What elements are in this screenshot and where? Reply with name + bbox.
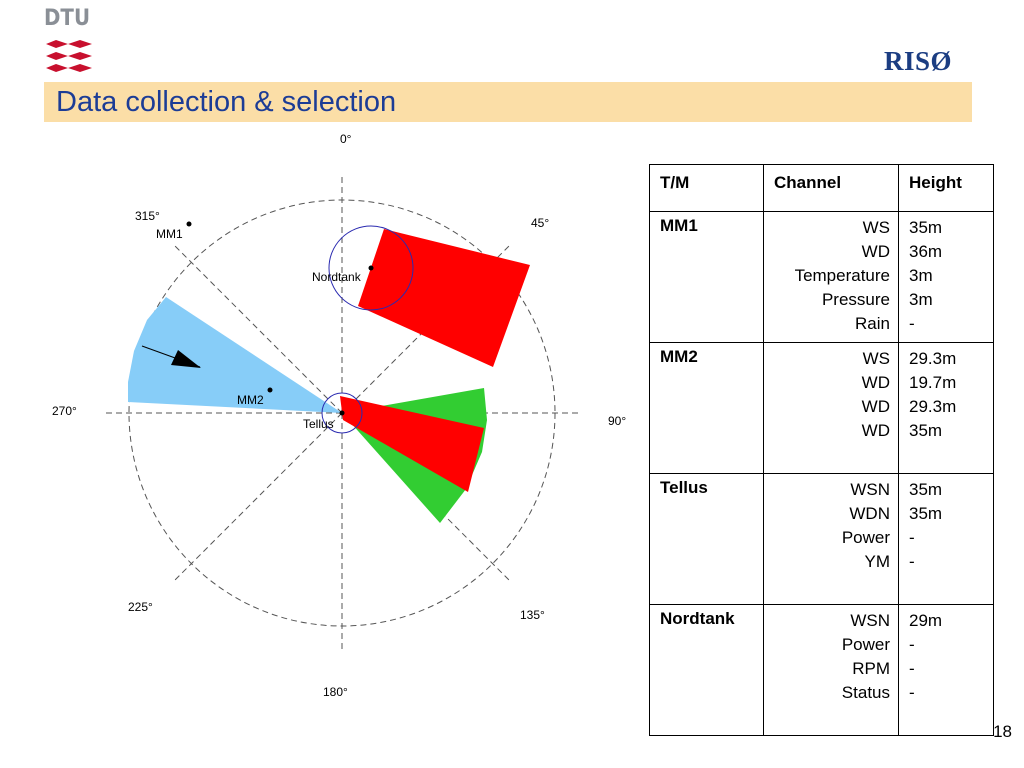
channel-value: RPM	[852, 659, 890, 678]
wind-sector-diagram: MM1 Nordtank MM2 Tellus 0° 45° 90° 135° …	[52, 132, 626, 699]
channel-value: WSN	[850, 611, 890, 630]
height-value: -	[909, 683, 915, 702]
site-label-mm2: MM2	[237, 393, 264, 407]
angle-label-270: 270°	[52, 404, 77, 418]
tellus-marker	[339, 410, 345, 416]
height-value: -	[909, 314, 915, 333]
tellus-circle	[321, 392, 363, 434]
nordtank-red-sector	[358, 229, 530, 367]
channel-spacer	[774, 705, 890, 729]
height-value: 29.3m	[909, 349, 957, 368]
header-height: Height	[898, 164, 994, 212]
height-value: 29m	[909, 611, 943, 630]
height-value: 29.3m	[909, 397, 957, 416]
height-cell: 29.3m 19.7m 29.3m 35m	[898, 342, 994, 474]
angle-label-135: 135°	[520, 608, 545, 622]
height-value: -	[909, 552, 915, 571]
channel-value: Pressure	[821, 290, 890, 309]
height-value: 3m	[909, 266, 933, 285]
height-value: 35m	[909, 504, 943, 523]
tellus-red-sector	[340, 396, 484, 492]
nordtank-circle	[328, 225, 414, 311]
channel-value: Power	[841, 635, 890, 654]
channel-value: Status	[841, 683, 890, 702]
riso-logo: RISØ	[884, 46, 953, 76]
height-value: -	[909, 635, 915, 654]
channel-value: Rain	[855, 314, 890, 333]
tm-cell: Tellus	[649, 473, 764, 605]
channel-value: Temperature	[794, 266, 890, 285]
height-value: 36m	[909, 242, 943, 261]
polar-grid	[104, 175, 580, 651]
wind-direction-arrow-icon	[171, 350, 201, 368]
site-label-tellus: Tellus	[303, 417, 334, 431]
angle-label-90: 90°	[608, 414, 626, 428]
channel-value: WD	[861, 421, 890, 440]
angle-label-225: 225°	[128, 600, 153, 614]
height-value: 35m	[909, 480, 943, 499]
site-label-nordtank: Nordtank	[312, 270, 362, 284]
channel-value: WS	[862, 218, 890, 237]
channel-value: WD	[861, 373, 890, 392]
channel-value: YM	[864, 552, 891, 571]
height-value: -	[909, 659, 915, 678]
height-cell: 29m - - -	[898, 604, 994, 736]
height-spacer	[909, 443, 985, 467]
mm1-marker	[186, 221, 192, 227]
angle-label-315: 315°	[135, 209, 160, 223]
channel-value: Power	[841, 528, 890, 547]
tm-cell: Nordtank	[649, 604, 764, 736]
height-value: 3m	[909, 290, 933, 309]
angle-label-45: 45°	[531, 216, 549, 230]
height-value: 35m	[909, 421, 943, 440]
tm-cell: MM2	[649, 342, 764, 474]
page-title: Data collection & selection	[56, 86, 397, 118]
title-bar: Data collection & selection	[44, 82, 972, 122]
channel-cell: WS WD WD WD	[763, 342, 899, 474]
height-value: 35m	[909, 218, 943, 237]
dtu-logo: DTU	[44, 6, 96, 78]
dtu-waves-icon	[46, 40, 92, 72]
dtu-logo-text: DTU	[44, 6, 91, 31]
height-spacer	[909, 705, 985, 729]
site-label-mm1: MM1	[156, 227, 183, 241]
channel-spacer	[774, 574, 890, 598]
channel-value: WD	[861, 397, 890, 416]
channel-value: WD	[861, 242, 890, 261]
channel-value: WS	[862, 349, 890, 368]
channel-value: WDN	[849, 504, 890, 523]
height-value: -	[909, 528, 915, 547]
mm2-marker	[267, 387, 273, 393]
height-spacer	[909, 574, 985, 598]
tm-cell: MM1	[649, 211, 764, 343]
radial-line-225	[173, 412, 343, 582]
page-number: 18	[993, 722, 1012, 741]
header-tm: T/M	[649, 164, 764, 212]
channel-value: WSN	[850, 480, 890, 499]
header-channel: Channel	[763, 164, 899, 212]
table-row: MM2 WS WD WD WD 29.3m 19.7m 29.3m 35m	[649, 342, 994, 474]
height-cell: 35m 35m - -	[898, 473, 994, 605]
channel-spacer	[774, 443, 890, 467]
height-value: 19.7m	[909, 373, 957, 392]
angle-label-0: 0°	[340, 132, 352, 146]
nordtank-marker	[368, 265, 374, 271]
table-header-row: T/M Channel Height	[649, 164, 994, 212]
height-cell: 35m 36m 3m 3m -	[898, 211, 994, 343]
angle-label-180: 180°	[323, 685, 348, 699]
mm2-sector	[128, 297, 342, 413]
